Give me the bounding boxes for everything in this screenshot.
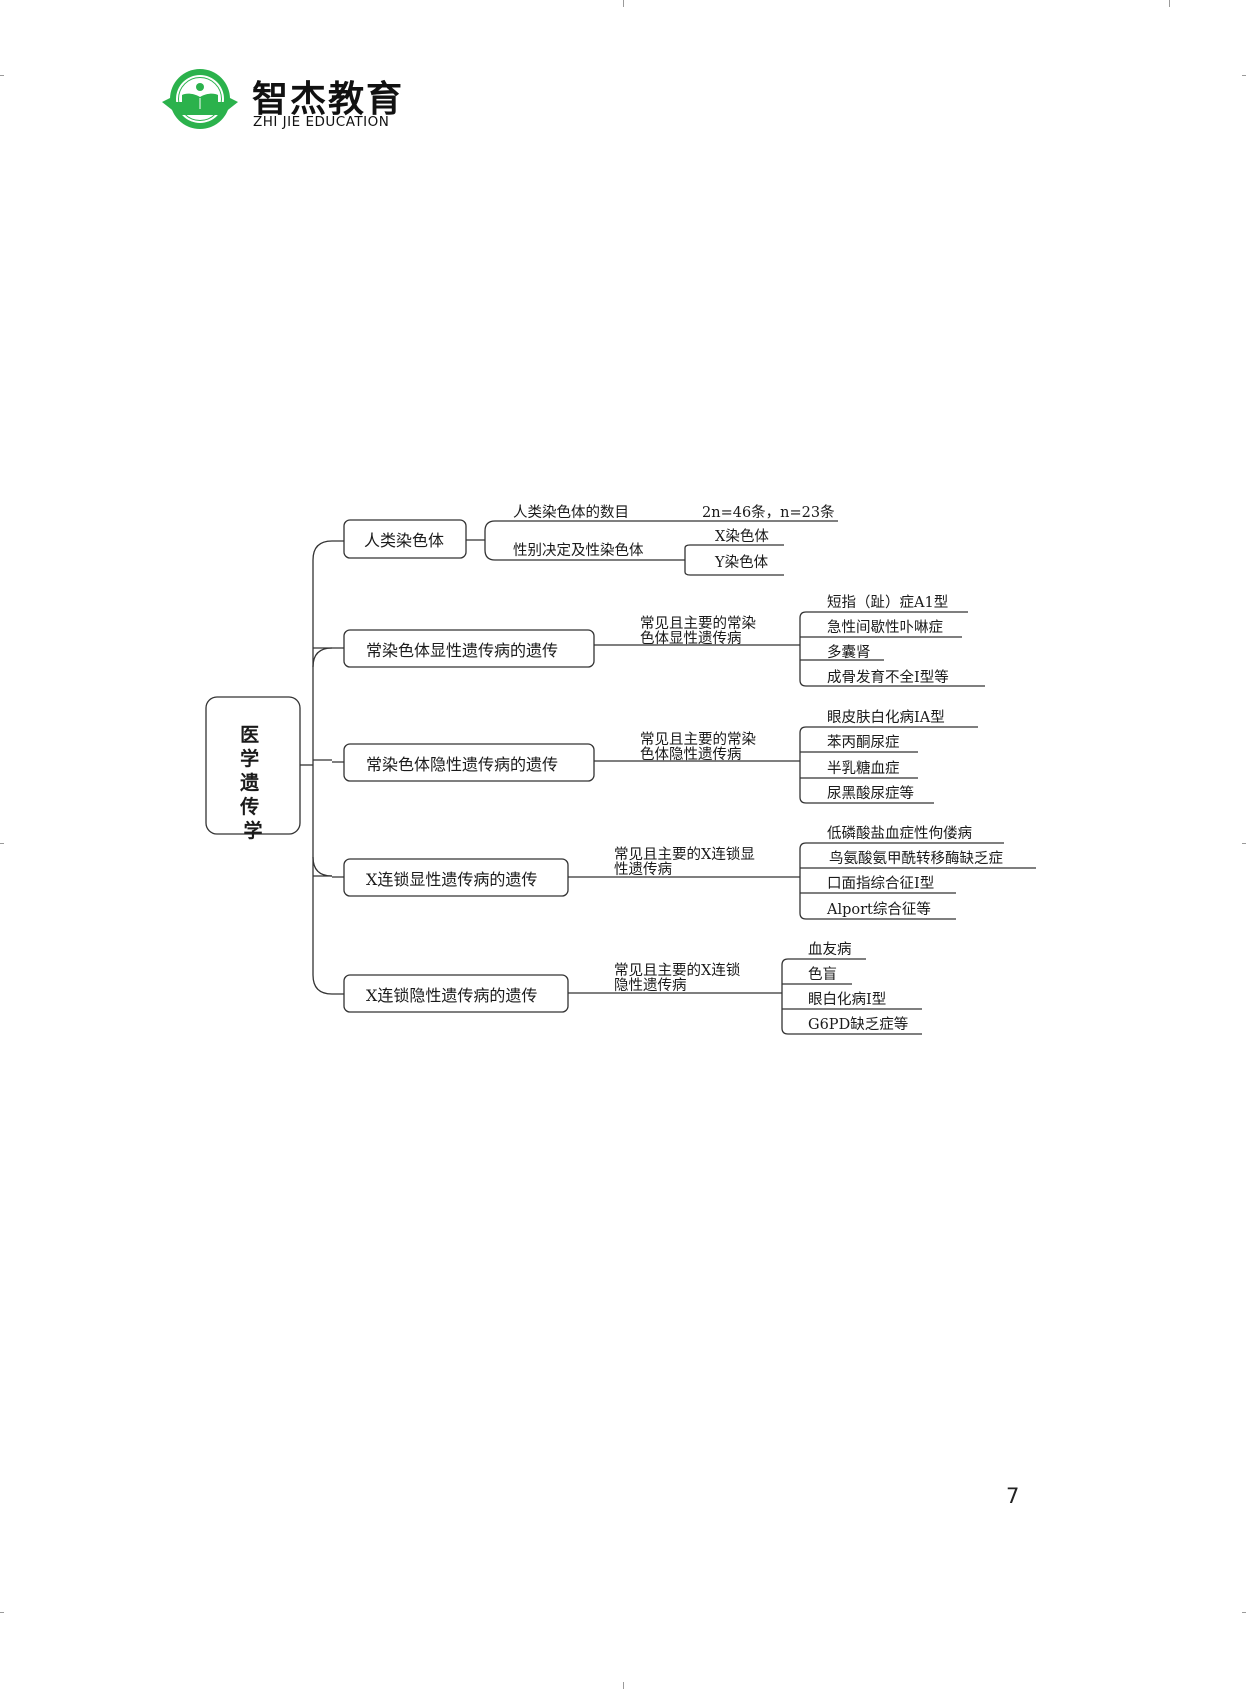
sex-chromosome-x: X染色体 — [715, 528, 769, 545]
crop-mark — [0, 843, 4, 844]
group-label-count: 人类染色体的数目 — [513, 504, 629, 521]
disease-item: 多囊肾 — [827, 644, 871, 661]
disease-item: 血友病 — [808, 941, 852, 958]
disease-item: 低磷酸盐血症性佝偻病 — [827, 825, 972, 842]
branch1-connector — [466, 520, 685, 561]
trunk-line — [312, 540, 333, 995]
root-char: 学 — [243, 819, 262, 842]
disease-item: 眼皮肤白化病ⅠA型 — [827, 709, 945, 726]
root-char: 遗 — [239, 772, 259, 794]
disease-item: 成骨发育不全Ⅰ型等 — [827, 668, 949, 686]
root-char: 传 — [239, 795, 259, 818]
branch2-bracket — [799, 611, 985, 687]
branch3-bracket — [799, 726, 978, 804]
brand-name-en: ZHI JIE EDUCATION — [253, 114, 390, 130]
disease-item: 苯丙酮尿症 — [827, 734, 900, 751]
sex-chromosome-y: Y染色体 — [714, 554, 769, 571]
disease-item: 短指（趾）症A1型 — [827, 594, 948, 611]
connector-label: 性遗传病 — [614, 861, 672, 878]
connector-label: 常见且主要的常染 — [640, 615, 756, 632]
disease-item: G6PD缺乏症等 — [808, 1015, 908, 1033]
root-char: 学 — [240, 747, 259, 770]
branch-box-chromosome — [343, 519, 467, 559]
connector-label: 常见且主要的X连锁显 — [614, 846, 755, 863]
crop-mark — [1242, 75, 1246, 76]
brand-logo: 智杰教育 ZHI JIE EDUCATION — [160, 66, 410, 136]
disease-item: 半乳糖血症 — [827, 760, 900, 777]
disease-item: 眼白化病Ⅰ型 — [808, 991, 886, 1008]
connector-label: 常见且主要的X连锁 — [614, 962, 740, 979]
crop-mark — [0, 1612, 4, 1613]
branch-label-ar: 常染色体隐性遗传病的遗传 — [366, 755, 558, 774]
connector-label: 常见且主要的常染 — [640, 731, 756, 748]
crop-mark — [1242, 843, 1246, 844]
disease-item: 鸟氨酸氨甲酰转移酶缺乏症 — [829, 850, 1003, 867]
disease-item: 急性间歇性卟啉症 — [827, 619, 943, 636]
crop-mark — [623, 0, 624, 7]
crop-mark — [1169, 0, 1170, 7]
branch-label-chromosome: 人类染色体 — [364, 531, 444, 550]
connector-label: 色体隐性遗传病 — [640, 746, 742, 763]
connector-label: 色体显性遗传病 — [640, 630, 742, 647]
crop-mark — [1242, 1612, 1246, 1613]
branch-label-ad: 常染色体显性遗传病的遗传 — [366, 641, 558, 660]
branch5-bracket — [781, 958, 922, 1035]
disease-item: Alport综合征等 — [826, 900, 931, 918]
connector-label: 隐性遗传病 — [614, 977, 687, 994]
branch4-bracket — [799, 842, 1036, 920]
disease-item: 尿黑酸尿症等 — [827, 784, 914, 802]
brand-name-cn: 智杰教育 — [252, 79, 405, 120]
disease-item: 色盲 — [808, 966, 837, 983]
group-label-sex: 性别决定及性染色体 — [513, 542, 644, 559]
page-number: 7 — [1006, 1484, 1020, 1508]
chromosome-count-value: 2n=46条，n=23条 — [702, 504, 835, 521]
crop-mark — [0, 75, 4, 76]
root-label: 医 学 遗 传 学 — [239, 724, 266, 842]
sex-chromosome-split — [684, 544, 784, 576]
disease-item: 口面指综合征Ⅰ型 — [827, 875, 934, 892]
root-char: 医 — [240, 724, 259, 746]
logo-emblem-icon — [162, 69, 238, 129]
crop-mark — [623, 1682, 624, 1689]
branch-label-xr: X连锁隐性遗传病的遗传 — [366, 986, 537, 1005]
branch-label-xd: X连锁显性遗传病的遗传 — [366, 870, 537, 889]
